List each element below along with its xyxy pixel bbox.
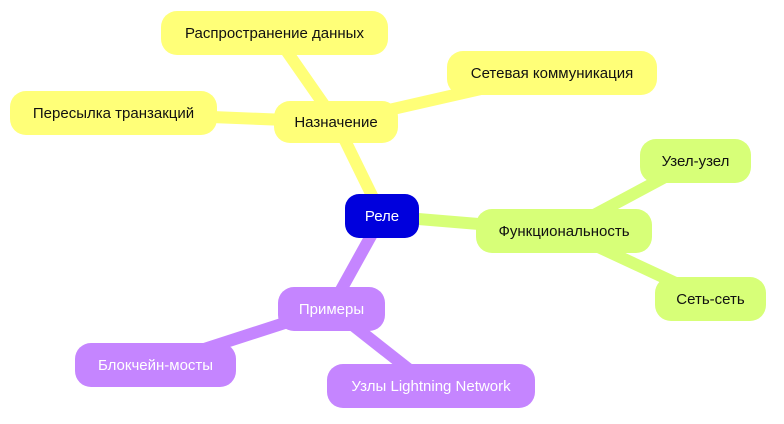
leaf-network-to-network[interactable]: Сеть-сеть [655, 277, 766, 321]
leaf-data-propagation[interactable]: Распространение данных [161, 11, 388, 55]
branch-examples[interactable]: Примеры [278, 287, 385, 331]
root-node[interactable]: Реле [345, 194, 419, 238]
branch-purpose[interactable]: Назначение [274, 101, 398, 143]
leaf-transaction-forwarding[interactable]: Пересылка транзакций [10, 91, 217, 135]
branch-functionality[interactable]: Функциональность [476, 209, 652, 253]
leaf-network-communication[interactable]: Сетевая коммуникация [447, 51, 657, 95]
leaf-lightning-nodes[interactable]: Узлы Lightning Network [327, 364, 535, 408]
leaf-node-to-node[interactable]: Узел-узел [640, 139, 751, 183]
leaf-blockchain-bridges[interactable]: Блокчейн-мосты [75, 343, 236, 387]
